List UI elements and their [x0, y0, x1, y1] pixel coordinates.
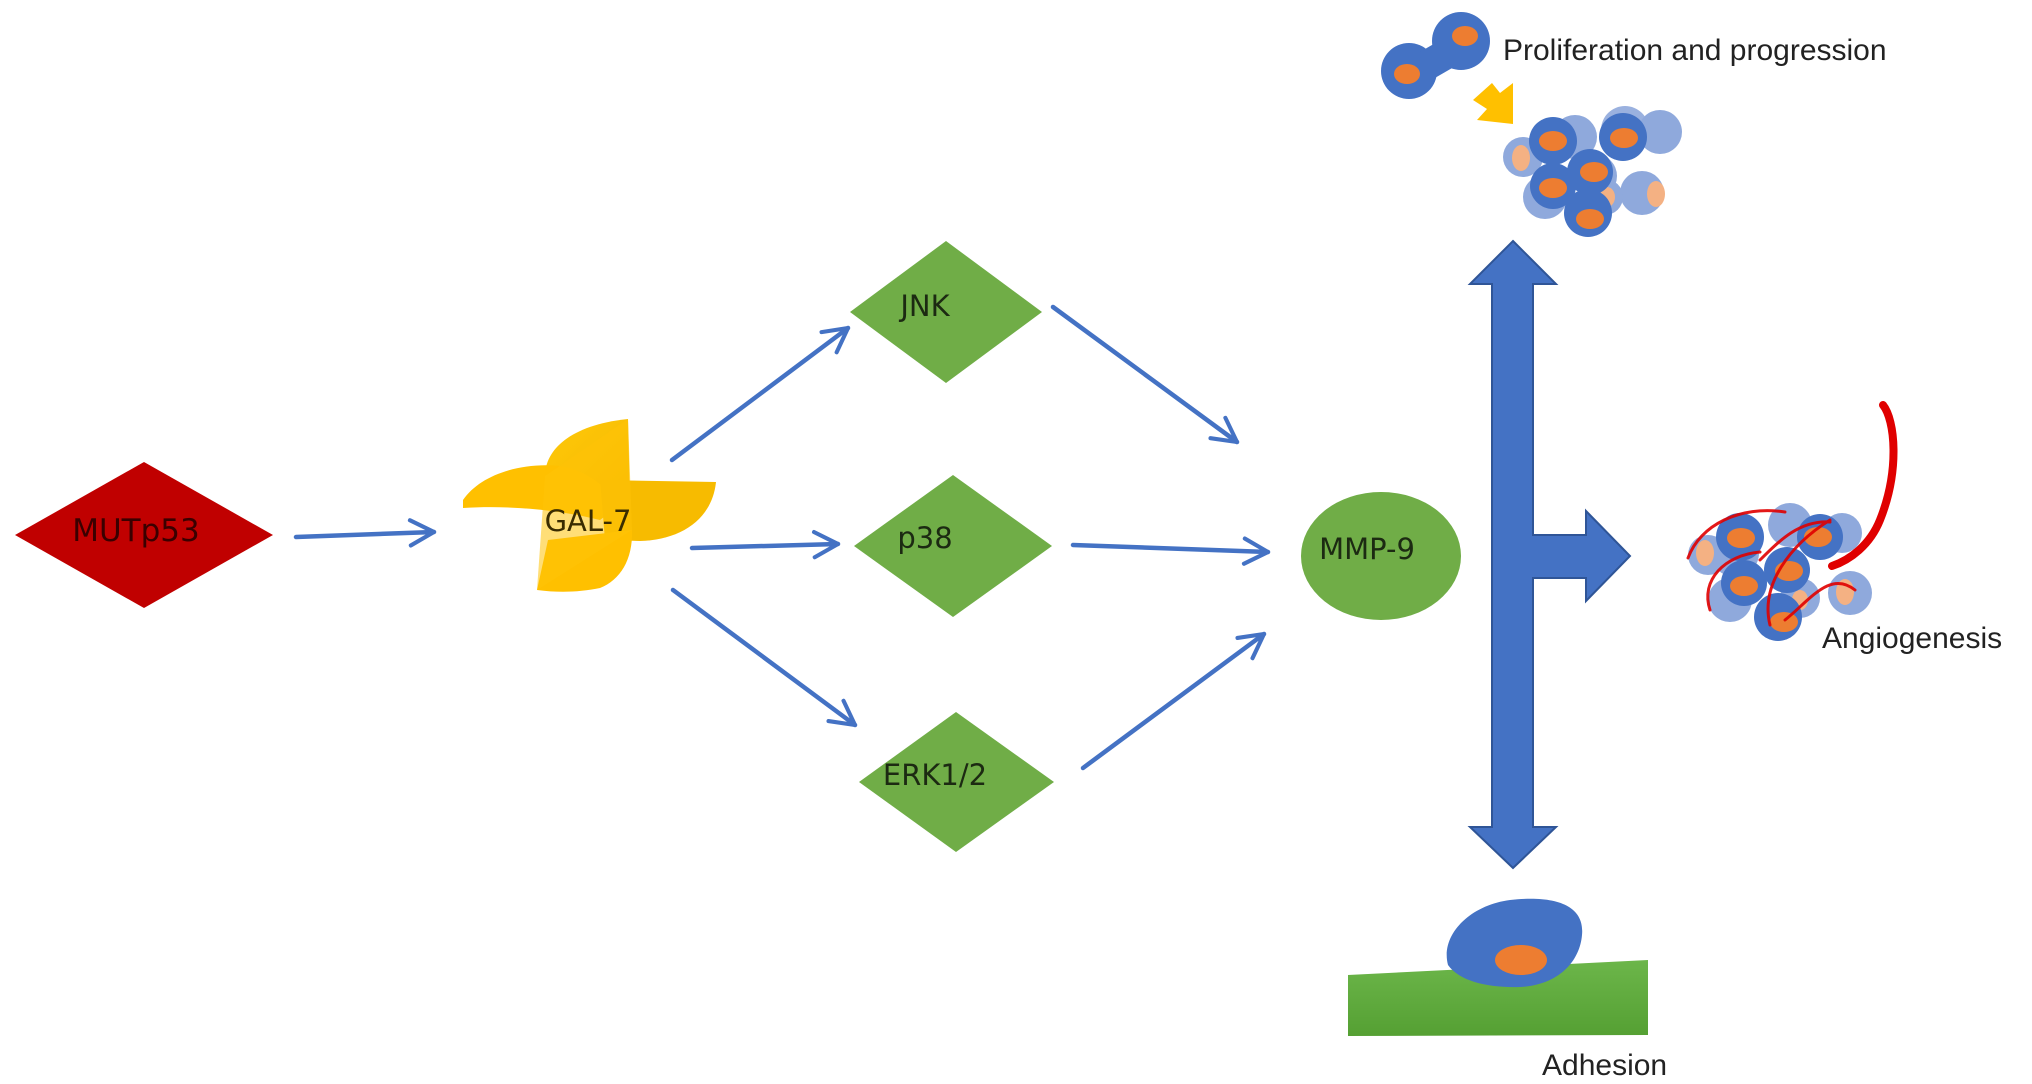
adhesion-label: Adhesion	[1542, 1049, 1667, 1082]
edge-p38-mmp9	[1070, 536, 1271, 566]
angiogenesis-outcome: Angiogenesis	[1686, 401, 2002, 655]
proliferation-label: Proliferation and progression	[1503, 34, 1887, 67]
gal7-shape	[463, 419, 716, 592]
mutp53-diamond	[15, 462, 273, 608]
adherent-cell-body	[1446, 898, 1583, 988]
jnk-diamond	[850, 241, 1042, 383]
cell-cluster-icon	[1503, 106, 1682, 237]
substrate-bar	[1348, 960, 1648, 1036]
p38-label: p38	[897, 521, 952, 555]
node-jnk: JNK	[850, 241, 1042, 383]
edge-gal7-erk	[670, 587, 858, 728]
node-p38: p38	[854, 475, 1052, 617]
jnk-label: JNK	[898, 289, 950, 323]
adhesion-outcome: Adhesion	[1348, 898, 1667, 1082]
edge-gal7-p38	[689, 530, 841, 560]
yellow-arrow-icon	[1473, 83, 1513, 124]
adherent-cell-nucleus	[1495, 945, 1547, 975]
edges	[293, 304, 1271, 771]
erk-diamond	[859, 712, 1054, 852]
mmp9-ellipse	[1301, 492, 1461, 620]
edge-jnk-mmp9	[1050, 304, 1240, 445]
proliferation-outcome: Proliferation and progression	[1381, 12, 1887, 237]
angiogenesis-label: Angiogenesis	[1822, 622, 2002, 655]
dividing-cell-icon	[1381, 12, 1490, 99]
node-erk: ERK1/2	[859, 712, 1054, 852]
blood-vessel-icon	[1828, 401, 1898, 570]
outcome-branch-arrow	[1467, 239, 1632, 870]
erk-label: ERK1/2	[883, 758, 987, 792]
gal7-label: GAL-7	[545, 504, 632, 538]
node-mutp53: MUTp53	[15, 462, 273, 608]
vascularized-cluster-icon	[1686, 401, 1898, 641]
p38-diamond	[854, 475, 1052, 617]
adherent-cell-icon	[1348, 898, 1648, 1036]
edge-gal7-jnk	[669, 325, 851, 463]
node-gal7: GAL-7	[463, 419, 716, 592]
mmp9-label: MMP-9	[1319, 532, 1415, 566]
edge-mutp53-gal7	[293, 518, 437, 548]
mutp53-label: MUTp53	[72, 513, 200, 549]
edge-erk-mmp9	[1080, 631, 1267, 771]
node-mmp9: MMP-9	[1301, 492, 1461, 620]
